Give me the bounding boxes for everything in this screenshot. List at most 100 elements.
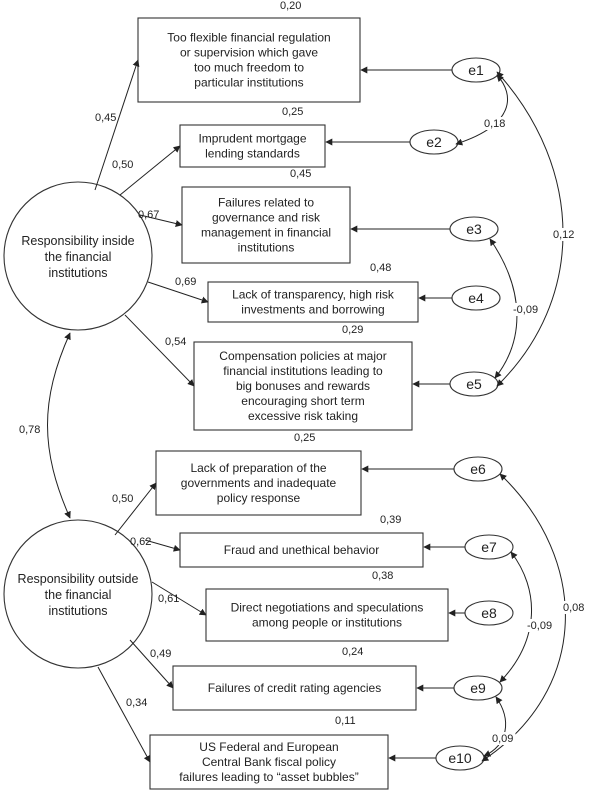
indicator-label-line: lending standards xyxy=(205,147,300,161)
covariance-label: 0,12 xyxy=(553,229,574,241)
error-term-e5: e5 xyxy=(412,371,499,397)
indicator-label-line: management in financial xyxy=(201,226,331,240)
indicator-label-line: Central Bank fiscal policy xyxy=(202,755,336,769)
indicator-box xyxy=(179,124,326,168)
indicator-box xyxy=(155,450,362,516)
indicator-label-line: investments and borrowing xyxy=(241,303,384,317)
indicator-label-line: excessive risk taking xyxy=(248,409,358,423)
loading-arrow xyxy=(139,214,183,227)
indicator-5: Compensation policies at majorfinancial … xyxy=(124,314,499,431)
error-label: e9 xyxy=(470,680,486,696)
indicator-box xyxy=(149,734,389,790)
r-squared-label: 0,45 xyxy=(290,168,311,180)
indicator-box xyxy=(207,281,419,323)
indicator-label-line: Failures of credit rating agencies xyxy=(208,681,381,695)
r-squared-label: 0,48 xyxy=(370,262,391,274)
r-squared-label: 0,25 xyxy=(294,432,315,444)
indicator-box xyxy=(179,532,424,568)
loading-label: 0,61 xyxy=(158,593,179,605)
loading-label: 0,54 xyxy=(165,336,186,348)
covariance-label: -0,09 xyxy=(513,304,538,316)
r-squared-label: 0,11 xyxy=(335,715,356,727)
latent-inside-line-1: Responsibility inside xyxy=(21,234,134,248)
loading-arrow xyxy=(129,639,174,689)
indicator-label-line: particular institutions xyxy=(194,76,303,90)
covariance-arrow xyxy=(455,74,509,146)
indicator-label-line: Lack of preparation of the xyxy=(190,461,326,475)
covariance-label: 0,09 xyxy=(492,733,513,745)
indicator-label-line: governments and inadequate xyxy=(181,476,337,490)
covariance-label: 0,08 xyxy=(563,602,584,614)
error-label: e3 xyxy=(466,221,482,237)
error-covariances: 0,180,12-0,09-0,090,080,09 xyxy=(455,71,587,762)
indicator-label-line: policy response xyxy=(217,491,301,505)
indicator-label-line: Failures related to xyxy=(218,196,314,210)
indicator-label-line: financial institutions leading to xyxy=(223,364,383,378)
error-term-e4: e4 xyxy=(418,285,501,311)
indicator-9: Failures of credit rating agencies 0,49 0,… xyxy=(129,639,503,711)
error-term-e9: e9 xyxy=(416,675,503,701)
error-label: e5 xyxy=(466,376,482,392)
error-term-e7: e7 xyxy=(423,534,514,560)
loading-arrow xyxy=(97,666,151,763)
indicator-label-line: institutions xyxy=(238,241,295,255)
indicator-label-line: too much freedom to xyxy=(194,61,304,75)
latent-outside-line-2: the financial xyxy=(45,588,112,602)
loading-label: 0,67 xyxy=(138,209,159,221)
covariance-label-backdrop xyxy=(561,601,587,614)
loading-arrow xyxy=(147,281,209,304)
error-term-e1: e1 xyxy=(360,57,501,83)
r-squared-label: 0,20 xyxy=(280,0,301,12)
indicator-box xyxy=(137,17,361,103)
covariance-label-backdrop xyxy=(551,228,577,241)
latent-inside-line-2: the financial xyxy=(45,250,112,264)
error-label: e4 xyxy=(468,290,484,306)
r-squared-label: 0,38 xyxy=(372,570,393,582)
r-squared-label: 0,39 xyxy=(380,514,401,526)
indicator-label-line: governance and risk xyxy=(212,211,321,225)
error-label: e8 xyxy=(481,605,497,621)
r-squared-label: 0,29 xyxy=(342,324,363,336)
indicator-label-line: failures leading to “asset bubbles” xyxy=(179,770,358,784)
error-term-e3: e3 xyxy=(350,216,499,242)
latent-outside-line-3: institutions xyxy=(48,604,107,618)
error-label: e10 xyxy=(448,750,472,766)
error-term-e10: e10 xyxy=(388,745,485,771)
indicator-8: Direct negotiations and speculationsamon… xyxy=(151,570,514,642)
indicator-box xyxy=(205,588,449,642)
indicator-4: Lack of transparency, high riskinvestmen… xyxy=(147,262,501,323)
latent-correlation-label: 0,78 xyxy=(19,424,40,436)
indicator-label-line: Imprudent mortgage xyxy=(198,132,306,146)
r-squared-label: 0,25 xyxy=(282,106,303,118)
loading-arrow xyxy=(144,539,181,552)
r-squared-label: 0,24 xyxy=(342,646,363,658)
loading-arrow xyxy=(114,482,157,536)
loading-arrow xyxy=(119,145,181,196)
latent-inside: Responsibility inside the financial inst… xyxy=(3,181,153,331)
indicator-label-line: Fraud and unethical behavior xyxy=(224,543,379,557)
latent-correlation-arrow xyxy=(47,332,71,519)
covariance-label-backdrop xyxy=(511,303,541,316)
latent-inside-line-3: institutions xyxy=(48,266,107,280)
indicator-label-line: big bonuses and rewards xyxy=(236,379,370,393)
loading-label: 0,34 xyxy=(126,697,147,709)
error-label: e2 xyxy=(426,134,442,150)
loading-label: 0,50 xyxy=(112,493,133,505)
indicator-box xyxy=(172,665,417,711)
indicator-label-line: or supervision which gave xyxy=(180,46,318,60)
latent-outside: Responsibility outside the financial ins… xyxy=(3,519,153,669)
indicator-label-line: Compensation policies at major xyxy=(219,349,386,363)
latent-outside-line-1: Responsibility outside xyxy=(18,572,139,586)
indicator-label-line: among people or institutions xyxy=(252,616,402,630)
loading-label: 0,49 xyxy=(150,648,171,660)
indicator-label-line: Too flexible financial regulation xyxy=(167,31,330,45)
covariance-label: -0,09 xyxy=(527,620,552,632)
indicator-label-line: encouraging short term xyxy=(241,394,364,408)
indicator-box xyxy=(193,341,413,431)
